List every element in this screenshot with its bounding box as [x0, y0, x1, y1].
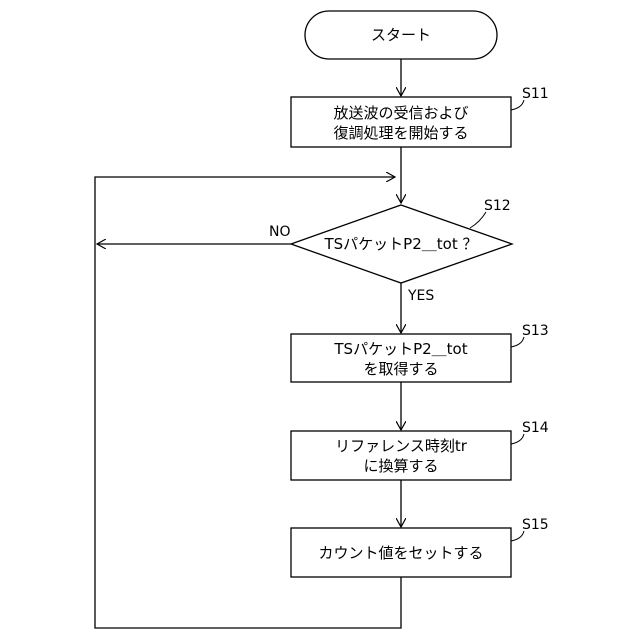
no-label: NO	[269, 224, 291, 240]
s12-label: TSパケットP2＿tot ？	[324, 235, 478, 253]
s14-line-1: リファレンス時刻tr	[335, 437, 468, 455]
process-s15: カウント値をセットする S15	[291, 517, 549, 577]
s14-step-label: S14	[522, 420, 549, 436]
process-s13: TSパケットP2＿tot を取得する S13	[291, 323, 549, 382]
s13-line-1: TSパケットP2＿tot	[333, 340, 467, 358]
s13-line-2: を取得する	[363, 360, 438, 378]
s11-step-label: S11	[522, 86, 549, 102]
s11-line-1: 放送波の受信および	[333, 104, 468, 122]
s13-step-label: S13	[522, 323, 549, 339]
process-s14: リファレンス時刻tr に換算する S14	[291, 420, 549, 480]
s15-label: カウント値をセットする	[318, 544, 483, 562]
s14-line-2: に換算する	[363, 457, 438, 475]
start-terminal: スタート	[305, 11, 497, 59]
decision-s12: TSパケットP2＿tot ？ S12	[291, 198, 512, 283]
s12-leader	[470, 212, 486, 228]
s12-step-label: S12	[484, 198, 511, 214]
s15-step-label: S15	[522, 517, 549, 533]
s11-line-2: 復調処理を開始する	[333, 124, 468, 142]
process-s11: 放送波の受信および 復調処理を開始する S11	[291, 86, 549, 147]
yes-label: YES	[407, 288, 434, 304]
start-label: スタート	[371, 26, 431, 44]
